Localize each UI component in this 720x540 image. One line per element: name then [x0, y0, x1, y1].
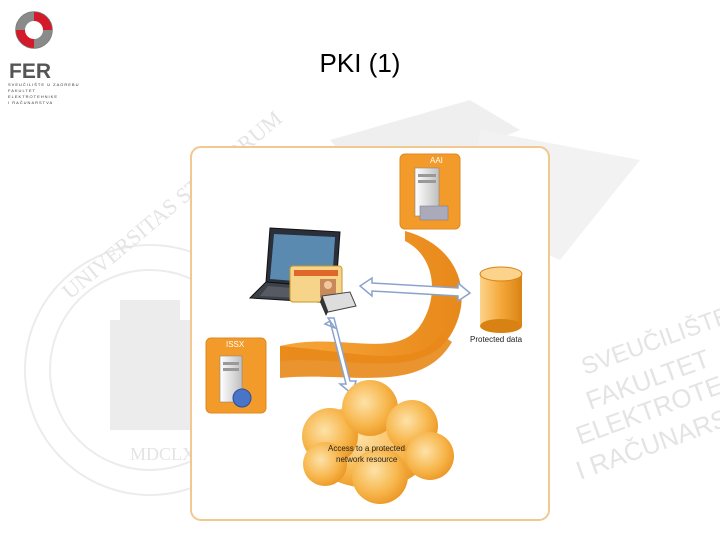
aai-label: AAI [430, 156, 443, 165]
logo-line-3: ELEKTROTEHNIKE [8, 94, 59, 99]
arrow-laptop-to-db [358, 276, 472, 303]
logo-line-4: I RAČUNARSTVA [8, 100, 54, 105]
aai-server [399, 153, 461, 230]
protected-data-database [479, 266, 523, 333]
fer-logo: FER [9, 11, 53, 83]
issx-label: ISSX [226, 340, 245, 349]
id-card-icon [289, 265, 343, 303]
logo-acronym: FER [9, 60, 51, 83]
protected-data-label: Protected data [470, 335, 523, 344]
network-cloud [302, 380, 454, 504]
logo-line-1: SVEUČILIŠTE U ZAGREBU [8, 82, 80, 87]
cloud-label-line-2: network resource [336, 455, 398, 464]
cloud-label-line-1: Access to a protected [328, 444, 405, 453]
logo-subtext: SVEUČILIŠTE U ZAGREBU FAKULTET ELEKTROTE… [8, 82, 79, 106]
card-reader-icon [320, 291, 357, 316]
pki-diagram: AAI ISSX Protected data [190, 146, 550, 521]
logo-line-2: FAKULTET [8, 88, 36, 93]
issx-server [205, 337, 267, 414]
slide-title: PKI (1) [319, 48, 401, 78]
issx-seal-icon [232, 388, 252, 408]
